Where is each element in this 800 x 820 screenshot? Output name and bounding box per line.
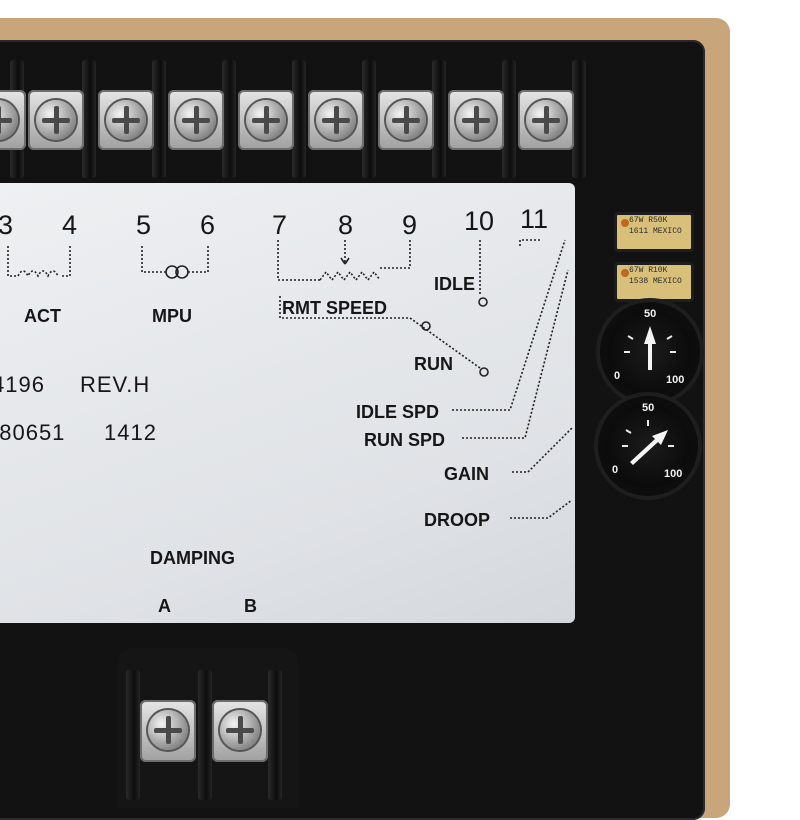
run-label: RUN bbox=[414, 354, 453, 374]
terminal-screw[interactable] bbox=[168, 90, 224, 150]
screw-icon bbox=[0, 100, 18, 140]
terminal-divider bbox=[268, 670, 282, 800]
screw-icon bbox=[246, 100, 286, 140]
trimpot-rating: 67W R50K bbox=[629, 216, 668, 225]
terminal-number: 4 bbox=[62, 210, 78, 240]
dial-mark-50: 50 bbox=[644, 308, 657, 320]
terminal-divider bbox=[362, 60, 376, 178]
screw-icon bbox=[316, 100, 356, 140]
trimpot-code: 1611 MEXICO bbox=[629, 227, 682, 236]
damping-b-label: B bbox=[244, 596, 257, 616]
terminal-number: 11 bbox=[520, 204, 549, 234]
terminal-screw[interactable] bbox=[98, 90, 154, 150]
terminal-screw[interactable] bbox=[0, 90, 26, 150]
terminal-number: 3 bbox=[0, 210, 14, 240]
droop-dial[interactable]: 50 0 100 bbox=[598, 396, 698, 496]
gain-dial[interactable]: 50 0 100 bbox=[600, 302, 700, 402]
screw-icon bbox=[148, 710, 188, 750]
serial-number: 080651 bbox=[0, 420, 66, 445]
dial-mark-0: 0 bbox=[614, 370, 621, 382]
dial-pointer-icon bbox=[624, 326, 676, 370]
terminal-divider bbox=[82, 60, 96, 178]
terminal-divider bbox=[152, 60, 166, 178]
run-speed-trimpot[interactable]: 67W R10K 1538 MEXICO bbox=[614, 262, 694, 302]
terminal-screw[interactable] bbox=[378, 90, 434, 150]
adjust-screw-icon bbox=[621, 269, 629, 277]
terminal-divider bbox=[292, 60, 306, 178]
screw-icon bbox=[386, 100, 426, 140]
dial-pointer-icon bbox=[622, 420, 674, 465]
terminal-screw[interactable] bbox=[28, 90, 84, 150]
terminal-screw[interactable] bbox=[518, 90, 574, 150]
idle-label: IDLE bbox=[434, 274, 476, 294]
terminal-divider bbox=[572, 60, 586, 178]
label-plate bbox=[0, 183, 575, 623]
screw-icon bbox=[456, 100, 496, 140]
screw-icon bbox=[106, 100, 146, 140]
schematic-lines bbox=[7, 239, 573, 519]
damping-terminal-b[interactable] bbox=[212, 700, 268, 762]
terminal-number: 7 bbox=[272, 210, 288, 240]
dial-mark-100: 100 bbox=[664, 468, 683, 480]
dial-mark-0: 0 bbox=[612, 464, 619, 476]
model-number: 4196 bbox=[0, 372, 45, 397]
damping-a-label: A bbox=[158, 596, 171, 616]
damping-label: DAMPING bbox=[150, 548, 235, 568]
run-spd-label: RUN SPD bbox=[364, 430, 446, 450]
droop-label: DROOP bbox=[424, 510, 491, 530]
terminal-divider bbox=[126, 670, 140, 800]
terminal-divider bbox=[432, 60, 446, 178]
rmt-speed-label: RMT SPEED bbox=[282, 298, 388, 318]
idle-speed-trimpot[interactable]: 67W R50K 1611 MEXICO bbox=[614, 212, 694, 252]
screw-icon bbox=[36, 100, 76, 140]
trimpot-code: 1538 MEXICO bbox=[629, 277, 682, 286]
terminal-number: 8 bbox=[338, 210, 354, 240]
terminal-screw[interactable] bbox=[238, 90, 294, 150]
trimpot-rating: 67W R10K bbox=[629, 266, 668, 275]
revision: REV.H bbox=[80, 372, 151, 397]
act-label: ACT bbox=[24, 306, 61, 326]
idle-spd-label: IDLE SPD bbox=[356, 402, 440, 422]
adjust-screw-icon bbox=[621, 219, 629, 227]
terminal-number: 9 bbox=[402, 210, 418, 240]
terminal-divider bbox=[198, 670, 212, 800]
terminal-strip bbox=[0, 60, 600, 180]
screw-icon bbox=[526, 100, 566, 140]
damping-terminal-a[interactable] bbox=[140, 700, 196, 762]
gain-label: GAIN bbox=[444, 464, 489, 484]
terminal-divider bbox=[502, 60, 516, 178]
screw-icon bbox=[220, 710, 260, 750]
dial-mark-50: 50 bbox=[642, 402, 655, 414]
terminal-number: 6 bbox=[200, 210, 216, 240]
terminal-number: 5 bbox=[136, 210, 152, 240]
date-code: 1412 bbox=[104, 420, 157, 445]
screw-icon bbox=[176, 100, 216, 140]
terminal-divider bbox=[222, 60, 236, 178]
terminal-screw[interactable] bbox=[308, 90, 364, 150]
mpu-label: MPU bbox=[152, 306, 192, 326]
terminal-number: 10 bbox=[464, 206, 495, 236]
dial-mark-100: 100 bbox=[666, 374, 685, 386]
terminal-screw[interactable] bbox=[448, 90, 504, 150]
